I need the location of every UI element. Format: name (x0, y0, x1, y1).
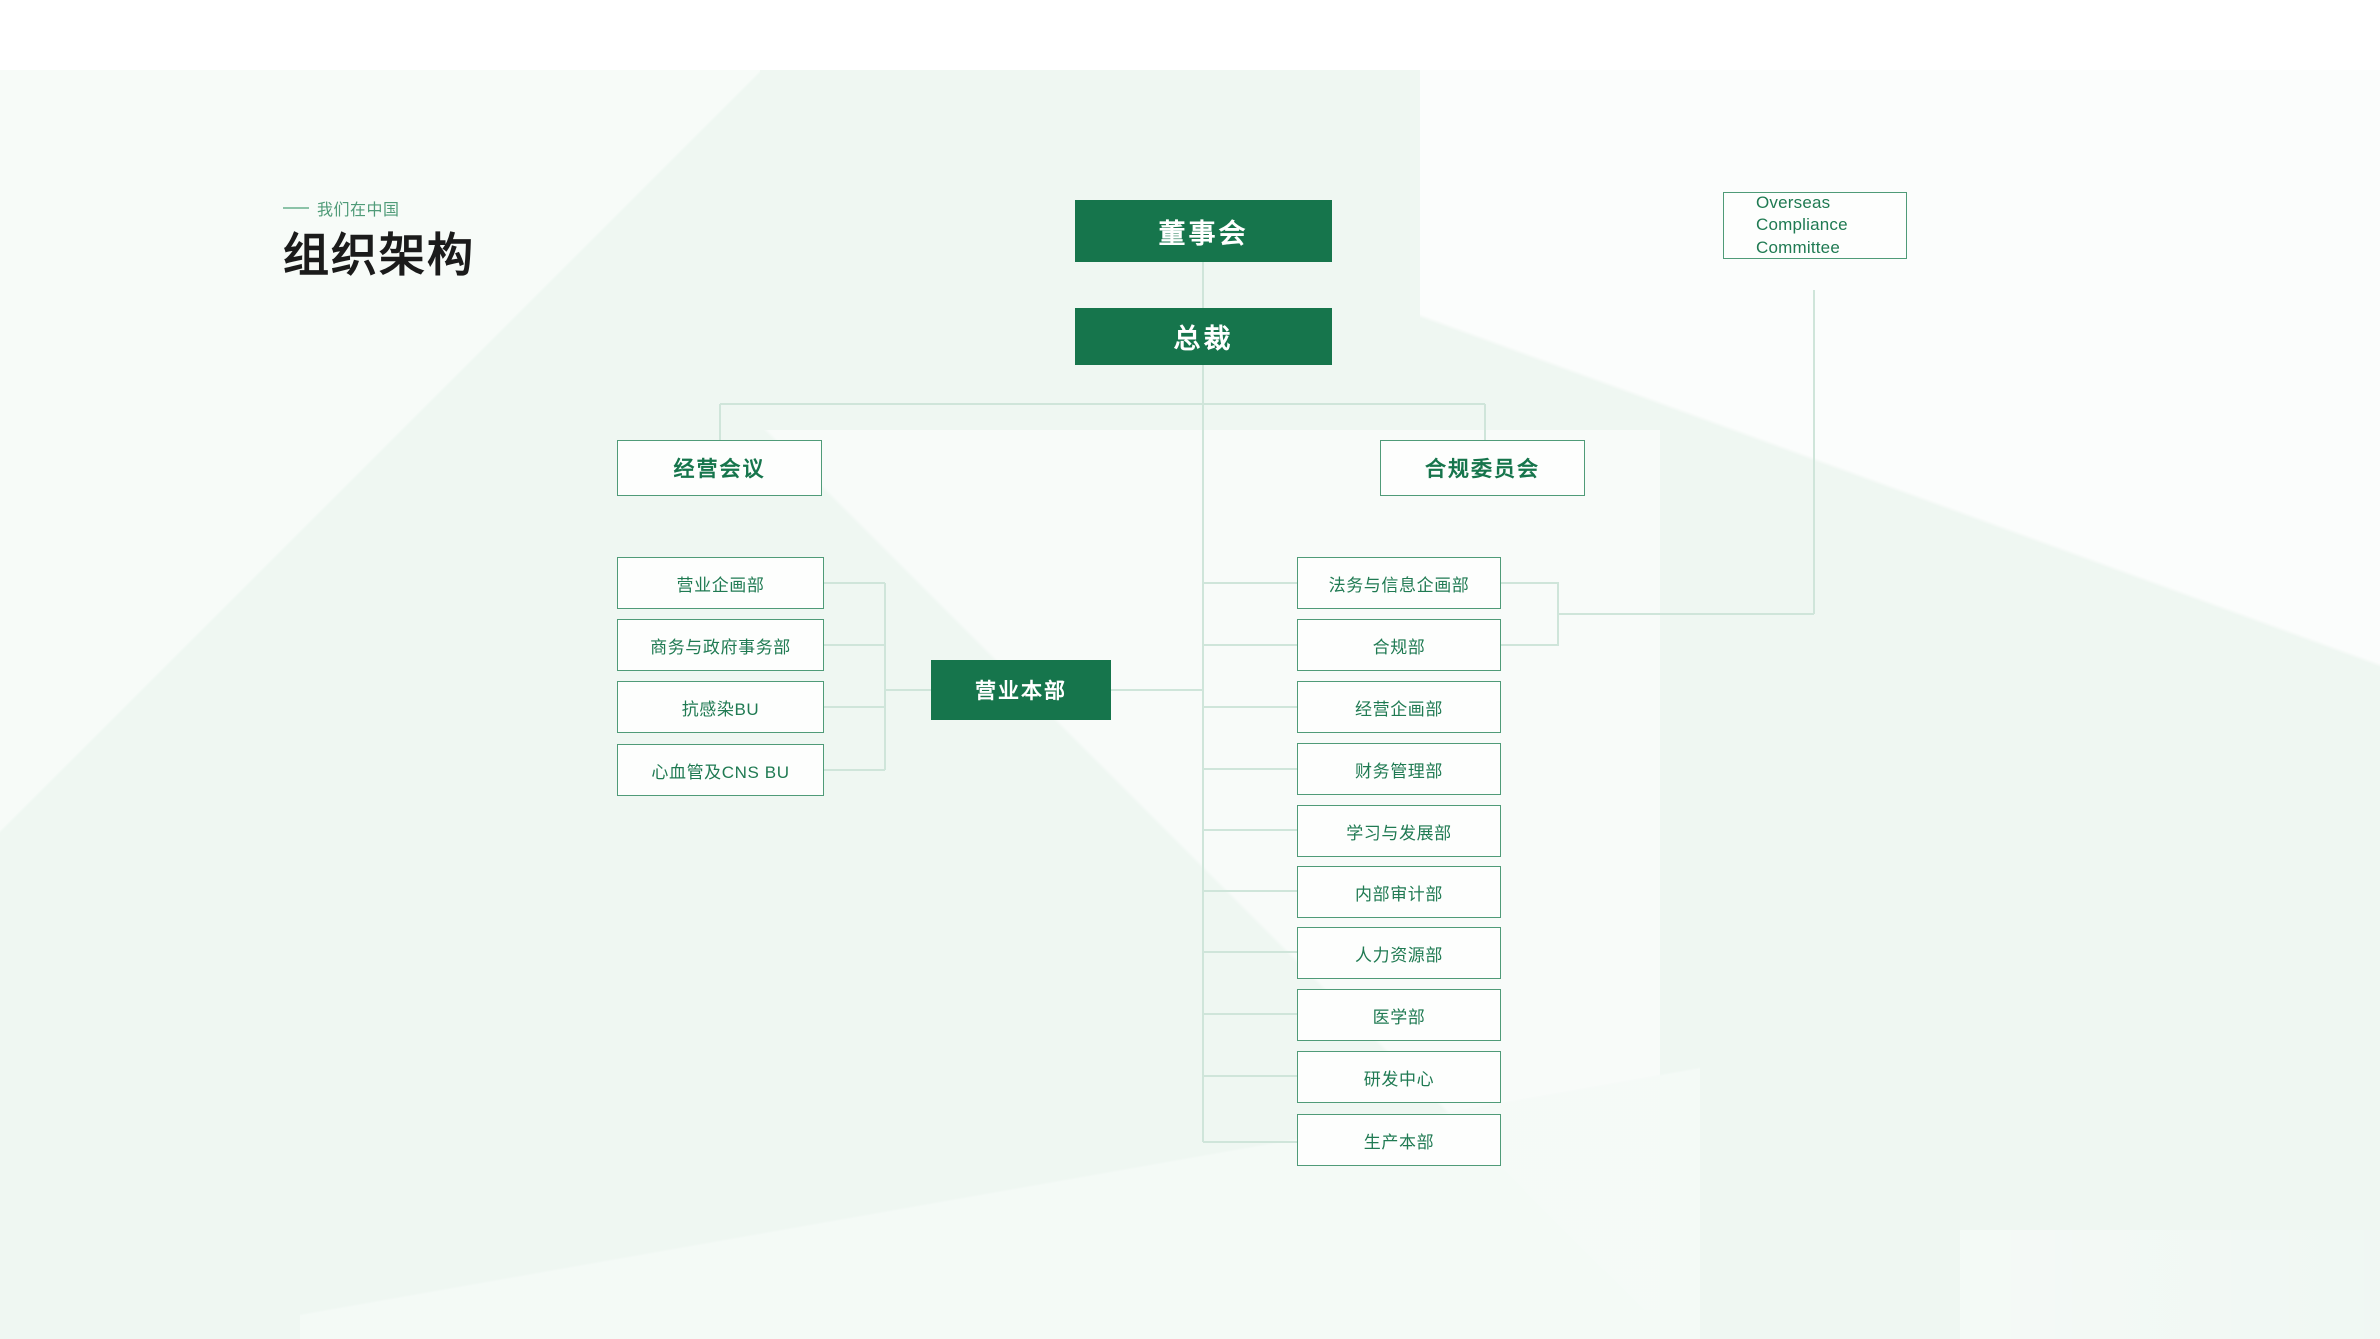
node-sales-headquarters[interactable]: 营业本部 (931, 660, 1111, 720)
node-compliance-committee-label: 合规委员会 (1425, 458, 1540, 481)
node-left-department-label: 营业企画部 (676, 575, 765, 595)
node-left-department[interactable]: 商务与政府事务部 (617, 619, 824, 671)
page-heading: 我们在中国 组织架构 (283, 196, 475, 281)
node-management-meeting-label: 经营会议 (673, 458, 766, 481)
node-right-department-label: 财务管理部 (1355, 761, 1443, 781)
node-right-department[interactable]: 经营企画部 (1297, 681, 1501, 733)
node-board-label: 董事会 (1158, 218, 1249, 249)
occ-line-3: Committee (1756, 237, 1840, 257)
node-right-department-label: 法务与信息企画部 (1328, 575, 1470, 595)
node-right-department-label: 研发中心 (1363, 1069, 1435, 1089)
node-compliance-committee[interactable]: 合规委员会 (1380, 440, 1585, 496)
node-right-department[interactable]: 财务管理部 (1297, 743, 1501, 795)
node-president[interactable]: 总裁 (1075, 308, 1332, 365)
node-right-department[interactable]: 合规部 (1297, 619, 1501, 671)
node-left-department-label: 心血管及CNS BU (651, 762, 790, 782)
occ-line-2: Compliance (1756, 215, 1848, 235)
node-board-of-directors[interactable]: 董事会 (1075, 200, 1332, 262)
node-management-meeting[interactable]: 经营会议 (617, 440, 822, 496)
node-left-department[interactable]: 营业企画部 (617, 557, 824, 609)
node-sales-headquarters-label: 营业本部 (975, 680, 1067, 703)
node-right-department-label: 经营企画部 (1355, 699, 1443, 719)
node-right-department-label: 合规部 (1372, 637, 1426, 657)
node-right-department[interactable]: 学习与发展部 (1297, 805, 1501, 857)
occ-line-1: Overseas (1756, 192, 1831, 212)
node-right-department-label: 人力资源部 (1355, 945, 1443, 965)
node-left-department[interactable]: 心血管及CNS BU (617, 744, 824, 796)
kicker-dash-icon (283, 207, 309, 209)
node-right-department[interactable]: 医学部 (1297, 989, 1501, 1041)
node-right-department[interactable]: 人力资源部 (1297, 927, 1501, 979)
node-right-department-label: 学习与发展部 (1346, 823, 1452, 843)
page-kicker: 我们在中国 (283, 196, 475, 220)
node-right-department[interactable]: 生产本部 (1297, 1114, 1501, 1166)
node-right-department[interactable]: 研发中心 (1297, 1051, 1501, 1103)
node-president-label: 总裁 (1173, 324, 1234, 354)
node-right-department-label: 医学部 (1372, 1007, 1426, 1027)
node-right-department-label: 内部审计部 (1355, 884, 1443, 904)
kicker-label: 我们在中国 (317, 202, 400, 219)
node-left-department-label: 抗感染BU (681, 699, 760, 719)
node-right-department[interactable]: 内部审计部 (1297, 866, 1501, 918)
node-left-department[interactable]: 抗感染BU (617, 681, 824, 733)
node-right-department[interactable]: 法务与信息企画部 (1297, 557, 1501, 609)
node-left-department-label: 商务与政府事务部 (650, 637, 791, 657)
page-title: 组织架构 (283, 229, 475, 281)
node-right-department-label: 生产本部 (1363, 1132, 1435, 1152)
